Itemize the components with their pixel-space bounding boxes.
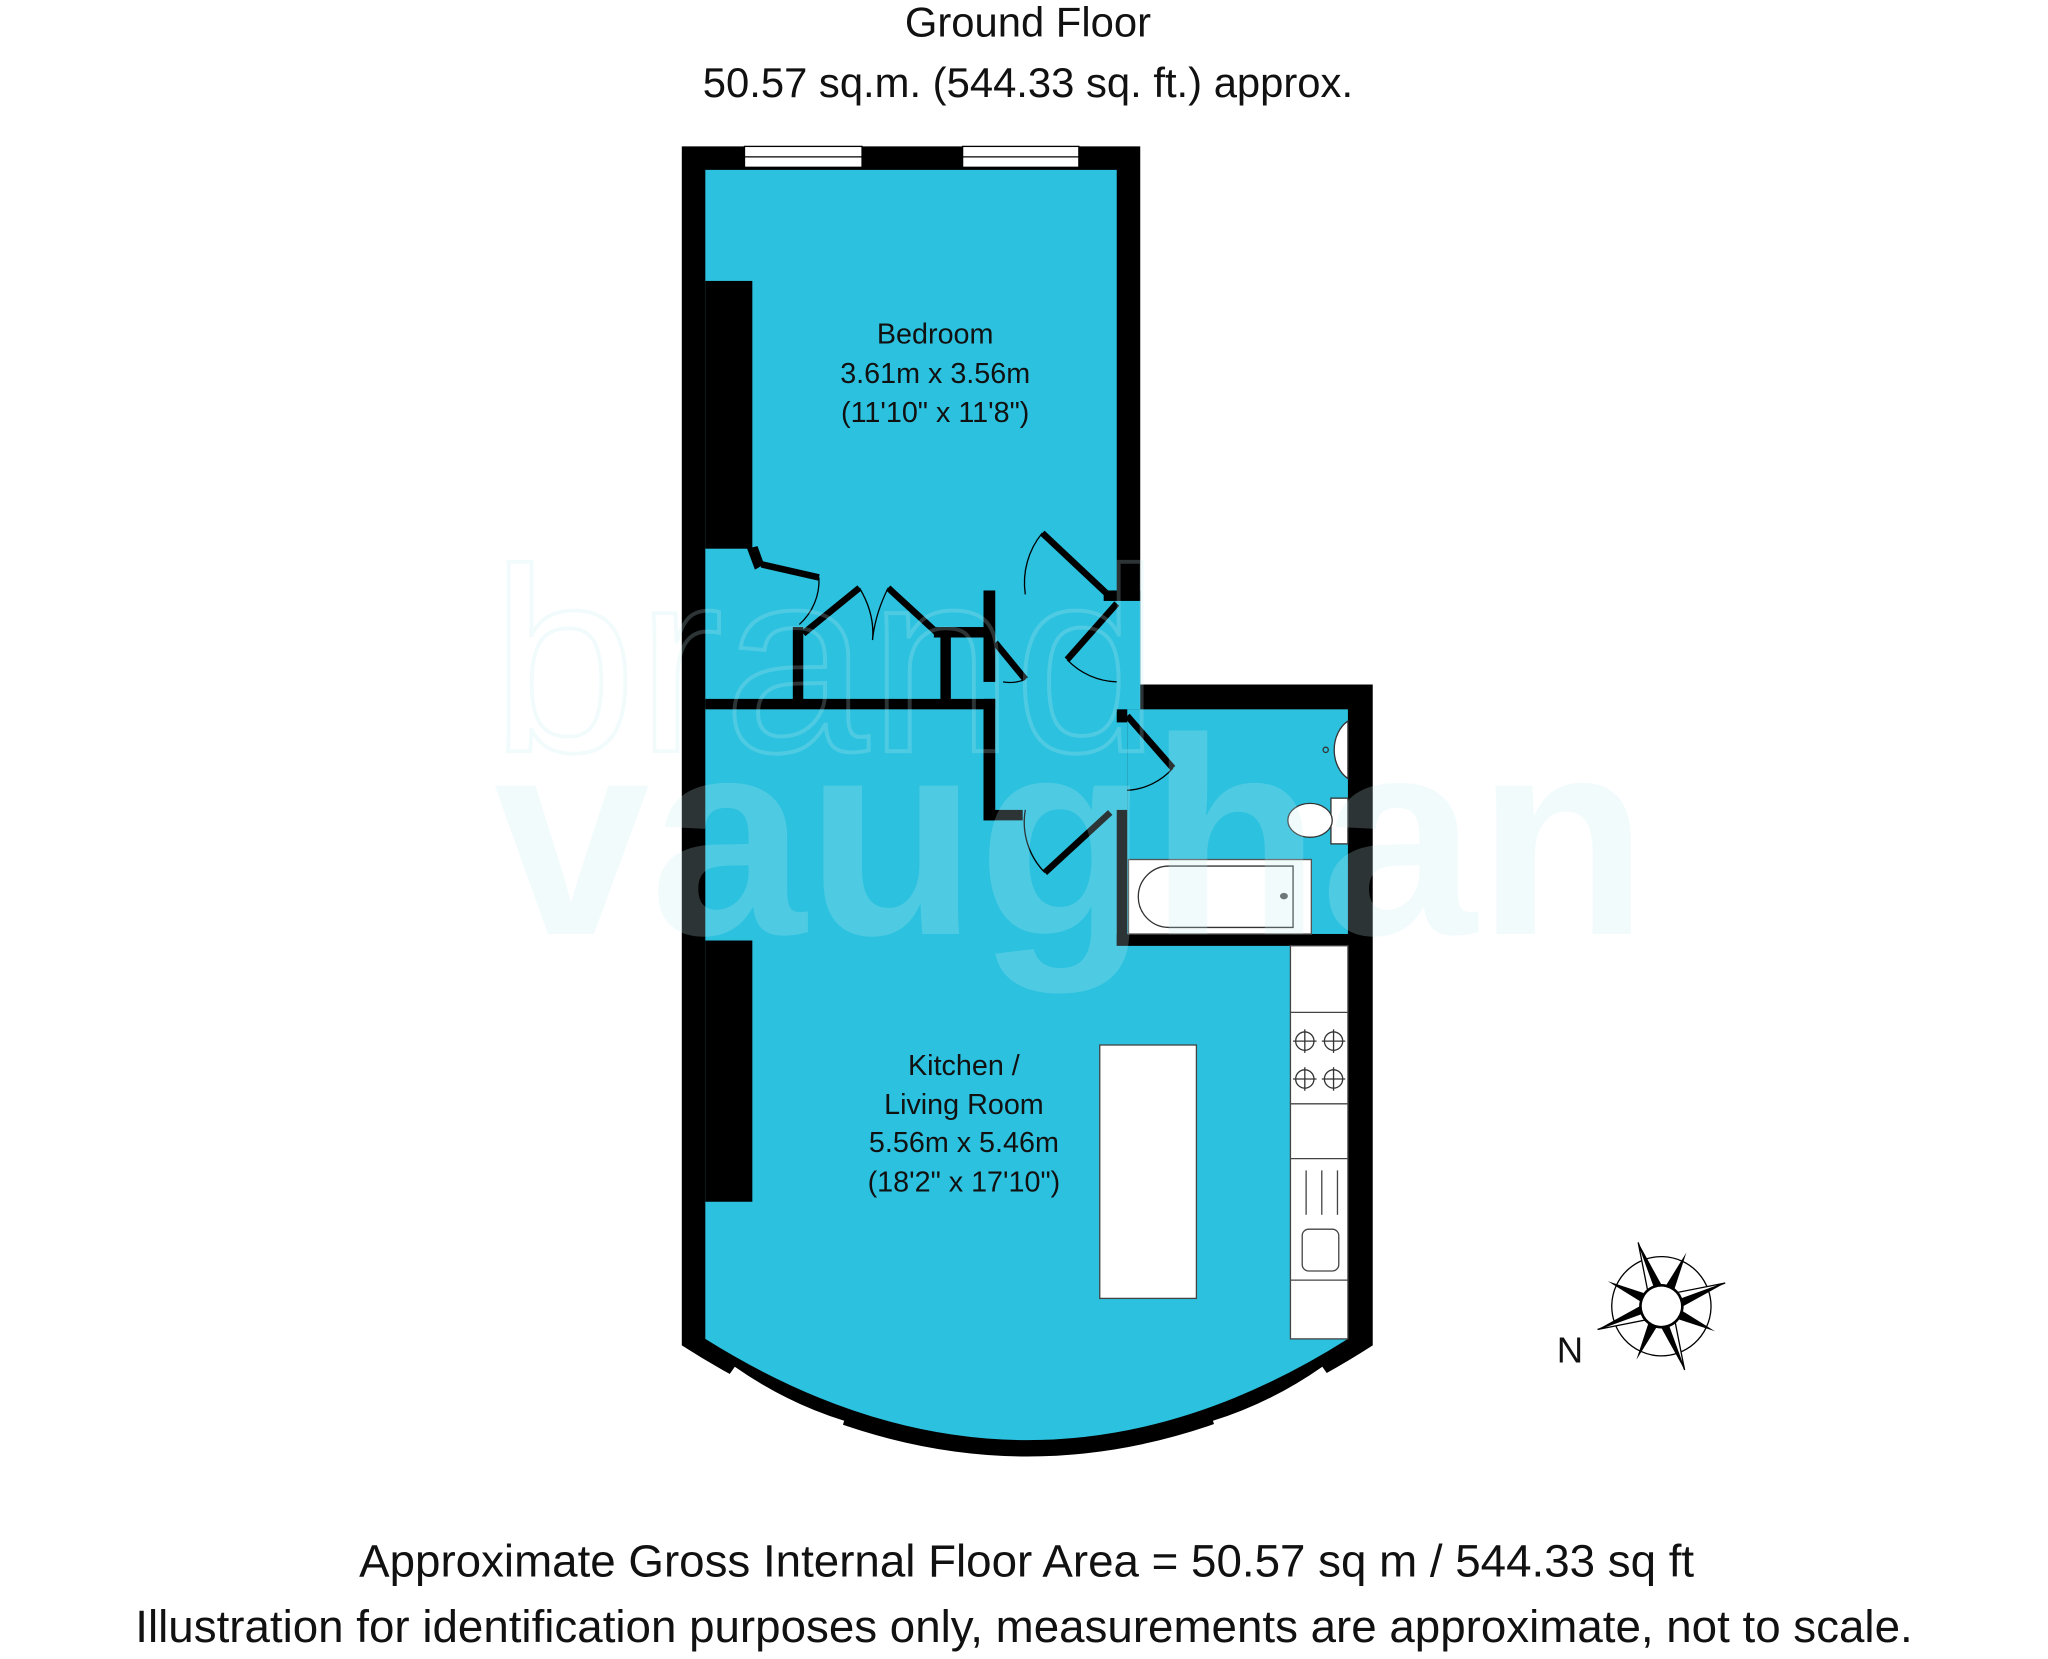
svg-text:5.56m x 5.46m: 5.56m x 5.46m — [869, 1127, 1059, 1159]
kitchen-island — [1099, 1044, 1198, 1300]
floor-title: Ground Floor — [905, 0, 1151, 46]
compass-north-label: N — [1557, 1329, 1583, 1370]
footer-disclaimer: Illustration for identification purposes… — [135, 1601, 1912, 1652]
footer-area: Approximate Gross Internal Floor Area = … — [359, 1536, 1694, 1587]
basin-icon — [1322, 719, 1349, 780]
top-windows — [743, 145, 1080, 168]
kitchen-units — [1289, 945, 1349, 1340]
svg-text:Kitchen /: Kitchen / — [908, 1050, 1020, 1082]
hob-icon — [1293, 1029, 1346, 1091]
svg-text:brand: brand — [491, 516, 1159, 807]
svg-text:Living Room: Living Room — [884, 1089, 1044, 1121]
svg-text:(18'2" x 17'10"): (18'2" x 17'10") — [868, 1166, 1061, 1198]
chimney-breast-bedroom — [705, 280, 753, 549]
watermark-logo: brand vaughan — [489, 514, 1649, 995]
toilet-icon — [1287, 797, 1349, 845]
room-label-bedroom: Bedroom 3.61m x 3.56m (11'10" x 11'8") — [840, 319, 1030, 429]
floor-area: 50.57 sq.m. (544.33 sq. ft.) approx. — [703, 59, 1353, 106]
bath-icon — [1127, 858, 1312, 935]
chimney-breast-living — [705, 940, 753, 1202]
doors — [760, 530, 1176, 876]
room-label-kitchen-living: Kitchen / Living Room 5.56m x 5.46m (18'… — [868, 1050, 1061, 1198]
svg-text:3.61m x 3.56m: 3.61m x 3.56m — [840, 358, 1030, 390]
svg-text:Bedroom: Bedroom — [877, 319, 994, 351]
internal-walls — [705, 546, 1348, 946]
svg-text:(11'10" x 11'8"): (11'10" x 11'8") — [841, 397, 1029, 429]
compass-rose-icon — [1597, 1242, 1726, 1371]
svg-text:vaughan: vaughan — [494, 680, 1649, 995]
bay-windows — [728, 1366, 1330, 1470]
